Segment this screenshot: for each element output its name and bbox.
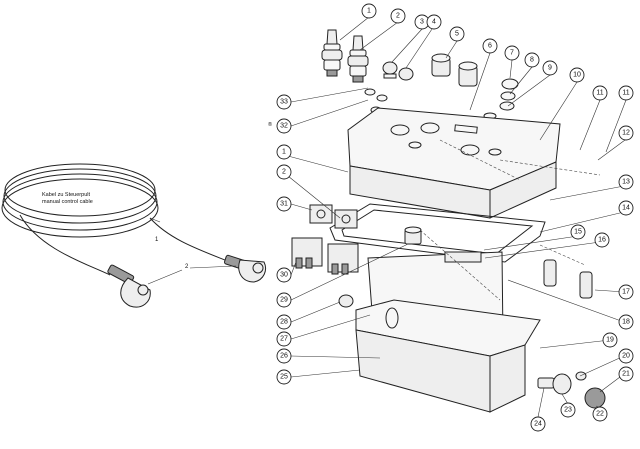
- callout-33: 33: [276, 94, 292, 110]
- svg-text:8: 8: [530, 57, 534, 64]
- cable-callout-1: 1: [155, 237, 159, 243]
- callout-9: 9: [542, 60, 558, 76]
- svg-text:30: 30: [280, 272, 288, 279]
- svg-text:29: 29: [280, 297, 288, 304]
- svg-text:16: 16: [598, 237, 606, 244]
- callout-20: 20: [618, 348, 634, 364]
- corner-mark: ®: [268, 121, 272, 128]
- svg-text:17: 17: [622, 289, 630, 296]
- callout-10: 10: [569, 67, 585, 83]
- svg-text:2: 2: [396, 13, 400, 20]
- callout-1: 1: [361, 3, 377, 19]
- housing-base: [355, 299, 541, 413]
- cable-gland-28: [338, 294, 354, 308]
- fitting-29: [404, 226, 422, 245]
- svg-text:20: 20: [622, 353, 630, 360]
- callout-22: 22: [592, 406, 608, 422]
- svg-text:26: 26: [280, 353, 288, 360]
- cable-plug-right: [224, 254, 267, 283]
- callout-4: 4: [426, 14, 442, 30]
- svg-text:7: 7: [510, 50, 514, 57]
- callout-14: 14: [618, 200, 634, 216]
- svg-text:5: 5: [455, 31, 459, 38]
- callout-21: 21: [618, 366, 634, 382]
- svg-text:18: 18: [622, 319, 630, 326]
- svg-text:25: 25: [280, 374, 288, 381]
- callout-23: 23: [560, 402, 576, 418]
- callout-8: 8: [524, 52, 540, 68]
- callout-leaders: [287, 16, 627, 418]
- svg-text:12: 12: [622, 130, 630, 137]
- callout-11a: 11: [592, 85, 608, 101]
- callout-31: 31: [276, 196, 292, 212]
- svg-text:11: 11: [622, 90, 629, 97]
- cable-caption-line2: manual control cable: [42, 199, 93, 205]
- svg-text:2: 2: [282, 169, 286, 176]
- callout-5: 5: [449, 26, 465, 42]
- callout-24: 24: [530, 416, 546, 432]
- housing-lid: [347, 107, 561, 219]
- callout-26: 26: [276, 348, 292, 364]
- svg-text:21: 21: [622, 371, 630, 378]
- svg-text:15: 15: [574, 229, 582, 236]
- relay-blocks-30: [291, 237, 359, 275]
- terminal-strip-15: [444, 251, 482, 263]
- cable-callout-2: 2: [185, 264, 189, 270]
- svg-text:10: 10: [573, 72, 581, 79]
- connector-assembly: [537, 371, 606, 409]
- svg-text:4: 4: [432, 19, 436, 26]
- svg-text:33: 33: [280, 99, 288, 106]
- svg-text:1: 1: [282, 149, 286, 156]
- svg-text:1: 1: [367, 8, 371, 15]
- control-cable: 1 2 Kabel zu Steuerpult manual control c…: [1, 163, 267, 308]
- callout-30: 30: [276, 267, 292, 283]
- svg-text:13: 13: [622, 179, 630, 186]
- callout-27: 27: [276, 331, 292, 347]
- callout-32: 32: [276, 118, 292, 134]
- sensors-17: [543, 259, 593, 299]
- terminal-blocks-31: [309, 204, 358, 229]
- callout-19: 19: [602, 332, 618, 348]
- callout-13: 13: [618, 174, 634, 190]
- callout-16: 16: [594, 232, 610, 248]
- svg-text:14: 14: [622, 205, 630, 212]
- callout-29: 29: [276, 292, 292, 308]
- joystick-2: [347, 35, 369, 83]
- svg-text:9: 9: [548, 65, 552, 72]
- callout-11b: 11: [618, 85, 634, 101]
- callout-25: 25: [276, 369, 292, 385]
- svg-text:3: 3: [420, 19, 424, 26]
- svg-text:32: 32: [280, 123, 288, 130]
- callout-28: 28: [276, 314, 292, 330]
- svg-text:31: 31: [280, 201, 288, 208]
- callout-6: 6: [482, 38, 498, 54]
- callout-1-lower: 1: [276, 144, 292, 160]
- gasket: [329, 203, 546, 263]
- callout-2: 2: [390, 8, 406, 24]
- emergency-button: [431, 53, 478, 87]
- svg-text:6: 6: [488, 43, 492, 50]
- joystick-1: [321, 29, 343, 77]
- small-knob: [382, 61, 414, 81]
- callout-2-lower: 2: [276, 164, 292, 180]
- callout-18: 18: [618, 314, 634, 330]
- svg-text:22: 22: [596, 411, 604, 418]
- callout-15: 15: [570, 224, 586, 240]
- svg-text:19: 19: [606, 337, 614, 344]
- svg-text:23: 23: [564, 407, 572, 414]
- cable-caption-line1: Kabel zu Steuerpult: [42, 192, 90, 198]
- svg-text:27: 27: [280, 336, 288, 343]
- svg-text:28: 28: [280, 319, 288, 326]
- cable-plug-left: [107, 264, 151, 308]
- callout-7: 7: [504, 45, 520, 61]
- callout-12: 12: [618, 125, 634, 141]
- svg-text:24: 24: [534, 421, 542, 428]
- svg-text:11: 11: [596, 90, 603, 97]
- callout-17: 17: [618, 284, 634, 300]
